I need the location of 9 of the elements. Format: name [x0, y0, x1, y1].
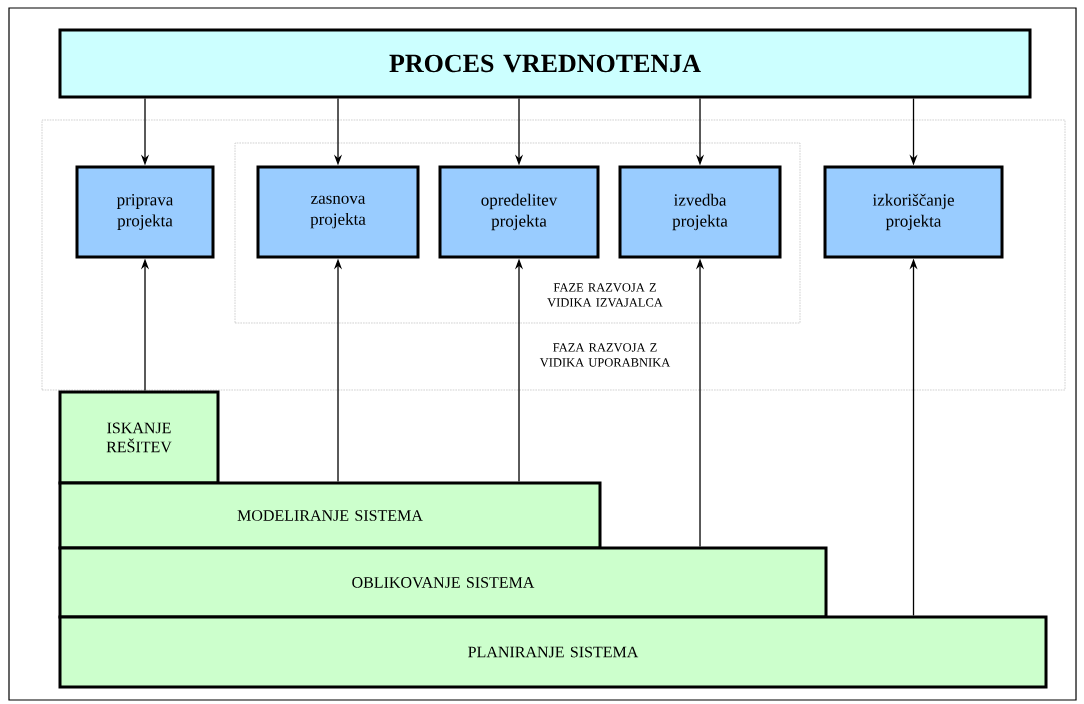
phase-box: priprava projekta [75, 165, 215, 259]
stage-bar: PLANIRANJE SISTEMA [58, 615, 1048, 689]
stage-bar: ISKANJE REŠITEV [58, 390, 220, 485]
phase-box: zasnova projekta [256, 165, 420, 259]
phase-box: izkoriščanje projekta [823, 165, 1004, 259]
phase-box: izvedba projekta [618, 165, 782, 259]
title-box: PROCES VREDNOTENJA [58, 28, 1032, 99]
phase-box: opredelitev projekta [438, 165, 600, 259]
stage-bar: OBLIKOVANJE SISTEMA [58, 546, 828, 619]
